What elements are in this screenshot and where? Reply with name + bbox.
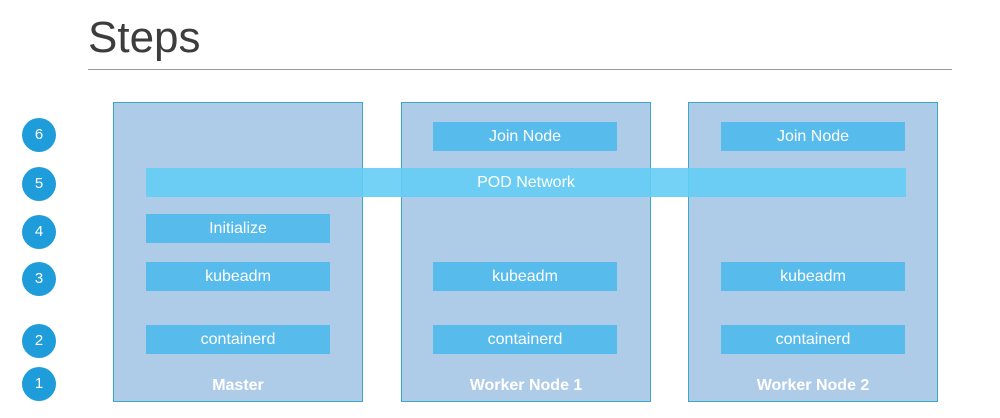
master-kubeadm-bar: kubeadm <box>146 262 330 291</box>
worker2-containerd-bar: containerd <box>721 325 905 354</box>
step-2-circle: 2 <box>22 324 56 358</box>
master-node: Master <box>113 102 363 402</box>
master-containerd-bar: containerd <box>146 325 330 354</box>
title-divider <box>88 69 952 70</box>
worker1-containerd-bar: containerd <box>433 325 617 354</box>
master-node-label: Master <box>212 377 264 394</box>
step-4-circle: 4 <box>22 215 56 249</box>
step-1-circle: 1 <box>22 367 56 401</box>
worker-node-2-label: Worker Node 2 <box>756 377 870 394</box>
step-5-circle: 5 <box>22 167 56 201</box>
step-3-circle: 3 <box>22 262 56 296</box>
worker-node-1-label: Worker Node 1 <box>469 377 583 394</box>
worker1-kubeadm-bar: kubeadm <box>433 262 617 291</box>
page-title: Steps <box>88 13 201 62</box>
worker2-kubeadm-bar: kubeadm <box>721 262 905 291</box>
step-6-circle: 6 <box>22 118 56 152</box>
worker1-join-node-bar: Join Node <box>433 122 617 151</box>
master-initialize-bar: Initialize <box>146 214 330 243</box>
worker2-join-node-bar: Join Node <box>721 122 905 151</box>
pod-network-bar: POD Network <box>146 168 906 197</box>
